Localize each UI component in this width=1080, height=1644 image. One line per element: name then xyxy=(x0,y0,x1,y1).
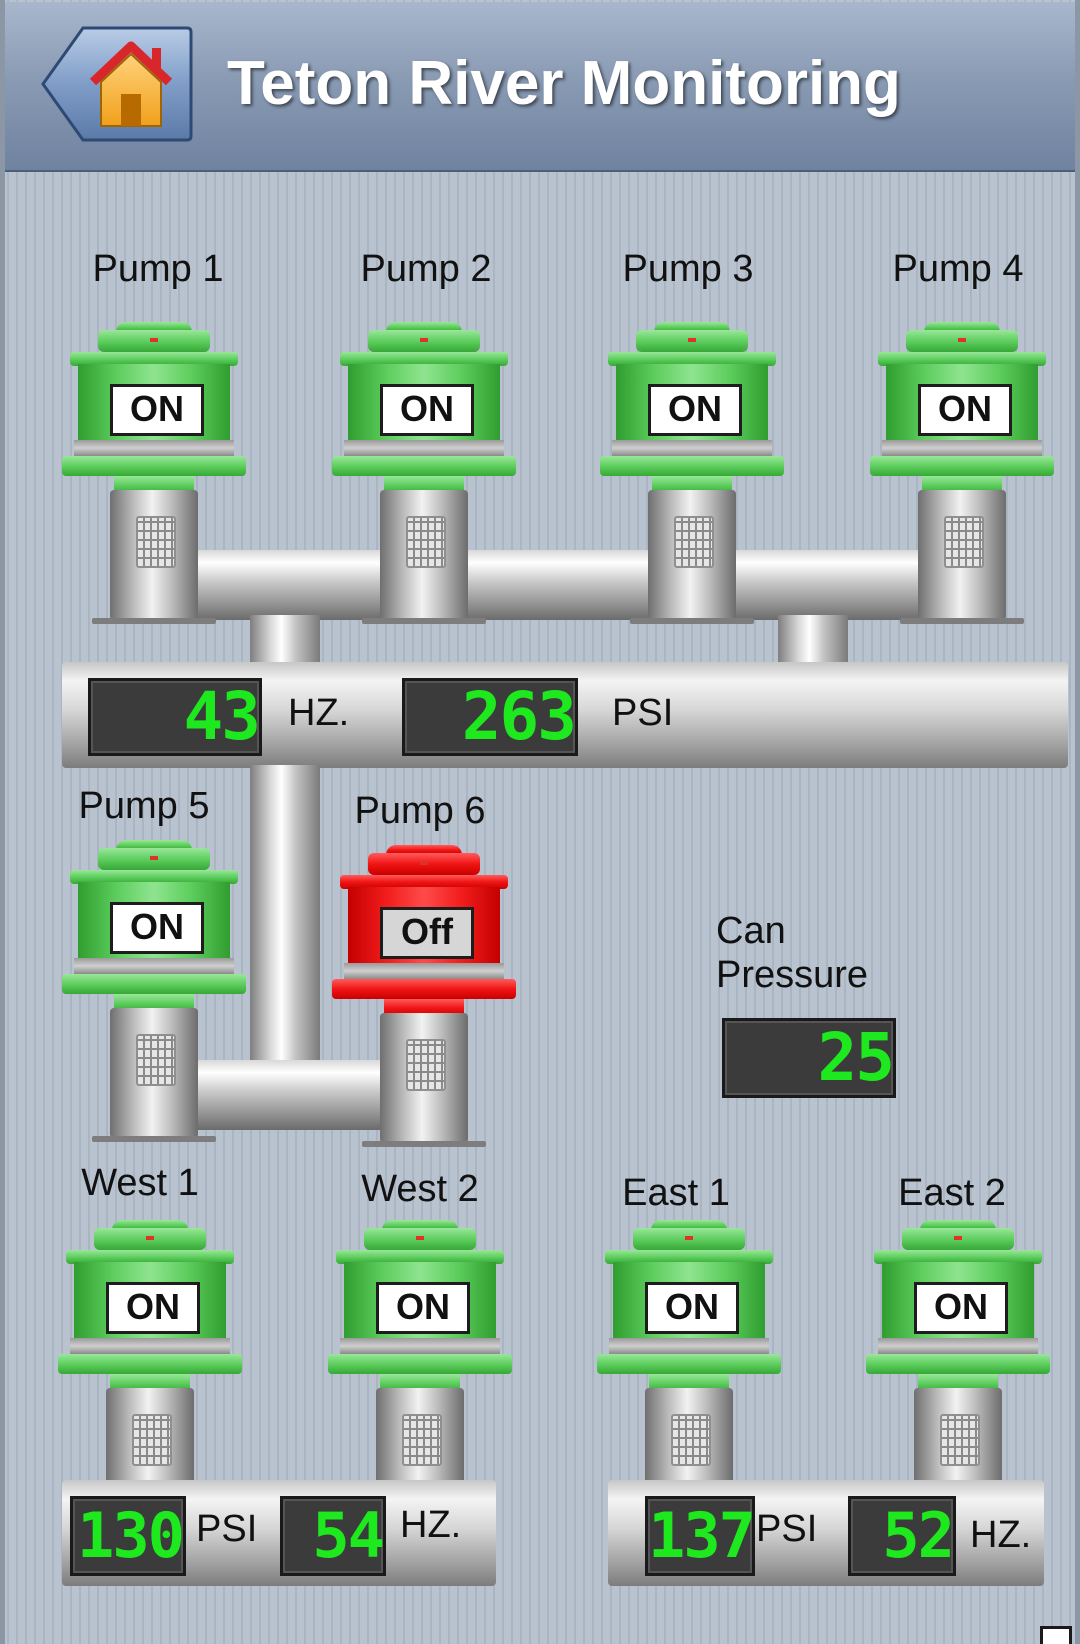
pump-label: West 1 xyxy=(81,1162,199,1204)
status-led xyxy=(688,338,696,342)
pump-label: Pump 2 xyxy=(360,248,492,290)
vent-grille-icon xyxy=(136,1034,176,1086)
status-led xyxy=(958,338,966,342)
status-led xyxy=(420,338,428,342)
pump-2-toggle[interactable]: ON xyxy=(380,384,474,436)
west-psi-unit: PSI xyxy=(196,1508,258,1550)
pump-label: Pump 3 xyxy=(622,248,754,290)
east-hz-display: 52 xyxy=(848,1496,956,1576)
pump-label: East 2 xyxy=(898,1172,1006,1214)
pump-motor xyxy=(110,1008,198,1138)
vent-grille-icon xyxy=(136,516,176,568)
riser-pipe-right xyxy=(778,615,848,670)
pump-6[interactable]: Off xyxy=(332,845,516,1155)
west-psi-display: 130 xyxy=(70,1496,186,1576)
vent-grille-icon xyxy=(671,1414,711,1466)
main-hz-unit: HZ. xyxy=(288,692,350,734)
pump-5[interactable]: ON xyxy=(62,840,246,1150)
pump-1[interactable]: ON xyxy=(62,322,246,632)
pump-motor xyxy=(380,1013,468,1143)
vent-grille-icon xyxy=(940,1414,980,1466)
pump-5-toggle[interactable]: ON xyxy=(110,902,204,954)
vent-grille-icon xyxy=(944,516,984,568)
west-hz-display: 54 xyxy=(280,1496,386,1576)
pump-label: East 1 xyxy=(622,1172,730,1214)
pump-4-toggle[interactable]: ON xyxy=(918,384,1012,436)
vent-grille-icon xyxy=(674,516,714,568)
west-hz-unit: HZ. xyxy=(400,1504,462,1546)
pump-6-toggle[interactable]: Off xyxy=(380,907,474,959)
pump-3[interactable]: ON xyxy=(600,322,784,632)
vent-grille-icon xyxy=(132,1414,172,1466)
west-1-toggle[interactable]: ON xyxy=(106,1282,200,1334)
east-hz-unit: HZ. xyxy=(970,1514,1032,1556)
pump-2[interactable]: ON xyxy=(332,322,516,632)
pump-1-toggle[interactable]: ON xyxy=(110,384,204,436)
main-psi-display: 263 xyxy=(402,678,578,756)
pump-west-2[interactable]: ON xyxy=(328,1220,512,1530)
can-pressure-display: 25 xyxy=(722,1018,896,1098)
status-led xyxy=(146,1236,154,1240)
middle-riser-pipe xyxy=(250,765,320,1065)
pump-label: Pump 4 xyxy=(892,248,1024,290)
riser-pipe-left xyxy=(250,615,320,670)
status-led xyxy=(416,1236,424,1240)
main-hz-display: 43 xyxy=(88,678,262,756)
east-2-toggle[interactable]: ON xyxy=(914,1282,1008,1334)
right-border xyxy=(1075,0,1080,1644)
pump-motor xyxy=(110,490,198,620)
vent-grille-icon xyxy=(406,1039,446,1091)
east-psi-unit: PSI xyxy=(756,1508,818,1550)
top-header-pipe xyxy=(186,550,926,620)
can-pressure-label-line1: Can xyxy=(716,910,786,952)
house-icon xyxy=(41,26,193,142)
east-1-toggle[interactable]: ON xyxy=(645,1282,739,1334)
middle-header-pipe xyxy=(186,1060,386,1130)
title-bar: Teton River Monitoring xyxy=(5,2,1075,172)
resize-handle[interactable] xyxy=(1040,1626,1072,1644)
vent-grille-icon xyxy=(406,516,446,568)
pump-west-1[interactable]: ON xyxy=(58,1220,242,1530)
left-border xyxy=(0,0,5,1644)
status-led xyxy=(150,856,158,860)
pump-label: Pump 6 xyxy=(354,790,486,832)
east-psi-display: 137 xyxy=(645,1496,755,1576)
home-button[interactable] xyxy=(41,26,193,142)
status-led xyxy=(685,1236,693,1240)
vent-grille-icon xyxy=(402,1414,442,1466)
pump-4[interactable]: ON xyxy=(870,322,1054,632)
status-led xyxy=(150,338,158,342)
pump-motor xyxy=(918,490,1006,620)
pump-label: Pump 1 xyxy=(92,248,224,290)
pump-motor xyxy=(648,490,736,620)
page-title: Teton River Monitoring xyxy=(227,49,901,118)
main-psi-unit: PSI xyxy=(612,692,674,734)
status-led xyxy=(420,861,428,865)
west-2-toggle[interactable]: ON xyxy=(376,1282,470,1334)
pump-3-toggle[interactable]: ON xyxy=(648,384,742,436)
pump-east-1[interactable]: ON xyxy=(597,1220,781,1530)
pump-motor xyxy=(380,490,468,620)
pump-label: Pump 5 xyxy=(78,785,210,827)
can-pressure-label-line2: Pressure xyxy=(716,954,869,996)
pump-label: West 2 xyxy=(361,1168,479,1210)
status-led xyxy=(954,1236,962,1240)
